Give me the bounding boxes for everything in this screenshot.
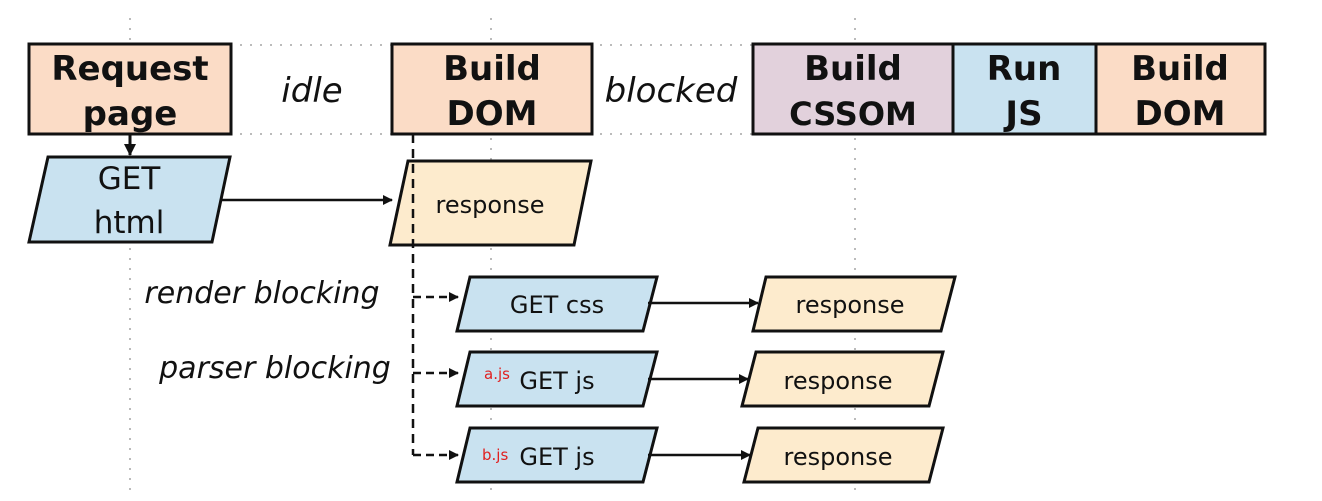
idle-label: idle [281, 71, 342, 111]
css-response-label: response [795, 291, 904, 319]
get-css-node: GET css [455, 275, 659, 333]
build-dom-2-label-1: Build [1131, 49, 1229, 89]
build-dom-1-label-1: Build [443, 49, 541, 89]
js-b-response-label: response [783, 443, 892, 471]
build-cssom-label-1: Build [804, 49, 902, 89]
run-js-label-2: JS [1003, 94, 1042, 134]
blocked-label: blocked [605, 71, 738, 111]
build-dom-box-2: Build DOM [1094, 42, 1267, 136]
html-response-label: response [435, 191, 544, 219]
html-response-node: response [388, 159, 593, 247]
parser-blocking-label: parser blocking [158, 351, 391, 386]
js-a-response-label: response [783, 367, 892, 395]
get-html-label-2: html [94, 205, 165, 241]
render-blocking-label: render blocking [144, 276, 379, 311]
get-html-label-1: GET [98, 161, 162, 197]
request-page-box: Request page [27, 42, 233, 136]
build-cssom-label-2: CSSOM [789, 95, 917, 133]
get-css-label: GET css [510, 291, 604, 319]
build-dom-box-1: Build DOM [390, 42, 594, 136]
get-js-a-node: a.js GET js [455, 350, 659, 408]
css-response-node: response [751, 275, 957, 333]
js-b-response-node: response [742, 426, 945, 484]
get-js-b-node: b.js GET js [455, 426, 659, 484]
request-page-label-2: page [83, 94, 178, 134]
get-js-a-label: GET js [519, 367, 594, 395]
request-page-label-1: Request [51, 49, 208, 89]
a-js-tag: a.js [484, 365, 510, 383]
get-html-node: GET html [27, 155, 232, 244]
js-a-response-node: response [740, 350, 945, 408]
build-cssom-box: Build CSSOM [751, 42, 955, 136]
run-js-label-1: Run [987, 49, 1062, 89]
get-js-b-label: GET js [519, 443, 594, 471]
b-js-tag: b.js [482, 446, 508, 464]
build-dom-1-label-2: DOM [447, 94, 538, 134]
build-dom-2-label-2: DOM [1135, 94, 1226, 134]
run-js-box: Run JS [951, 42, 1098, 136]
